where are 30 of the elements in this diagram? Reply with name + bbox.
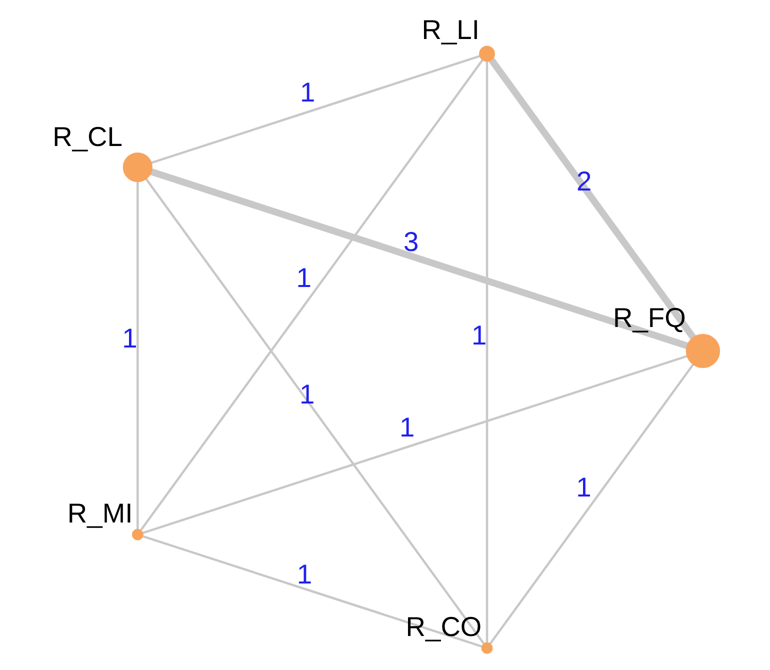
edge-label: 3 xyxy=(404,226,419,257)
node-label: R_CL xyxy=(52,120,122,152)
connector xyxy=(150,168,688,350)
connector xyxy=(486,61,488,643)
connector xyxy=(142,354,688,534)
node-label: R_FQ xyxy=(612,302,686,334)
node-circle xyxy=(132,528,144,540)
connector xyxy=(136,181,139,530)
edge-label: 1 xyxy=(399,412,415,443)
node-label: R_LI xyxy=(422,14,480,46)
node-circle xyxy=(481,642,493,654)
connector xyxy=(145,178,485,645)
edge-label: 2 xyxy=(576,166,592,197)
edge-label: 1 xyxy=(471,319,487,350)
node-label: R_CO xyxy=(406,610,482,642)
edge-label: 1 xyxy=(122,322,138,354)
edge-label: 1 xyxy=(576,471,592,502)
connector xyxy=(150,54,481,164)
node-circle xyxy=(479,46,495,62)
edge-label: 1 xyxy=(299,378,315,410)
edge-label: 1 xyxy=(296,558,312,590)
edge-label: 1 xyxy=(296,262,312,294)
connector xyxy=(142,535,482,648)
node-label: R_MI xyxy=(67,497,133,528)
connector xyxy=(489,363,694,645)
edge-label: 1 xyxy=(300,76,316,108)
node-circle xyxy=(122,152,152,182)
connector xyxy=(140,59,484,531)
connector xyxy=(488,57,696,340)
node-circle xyxy=(686,334,720,368)
